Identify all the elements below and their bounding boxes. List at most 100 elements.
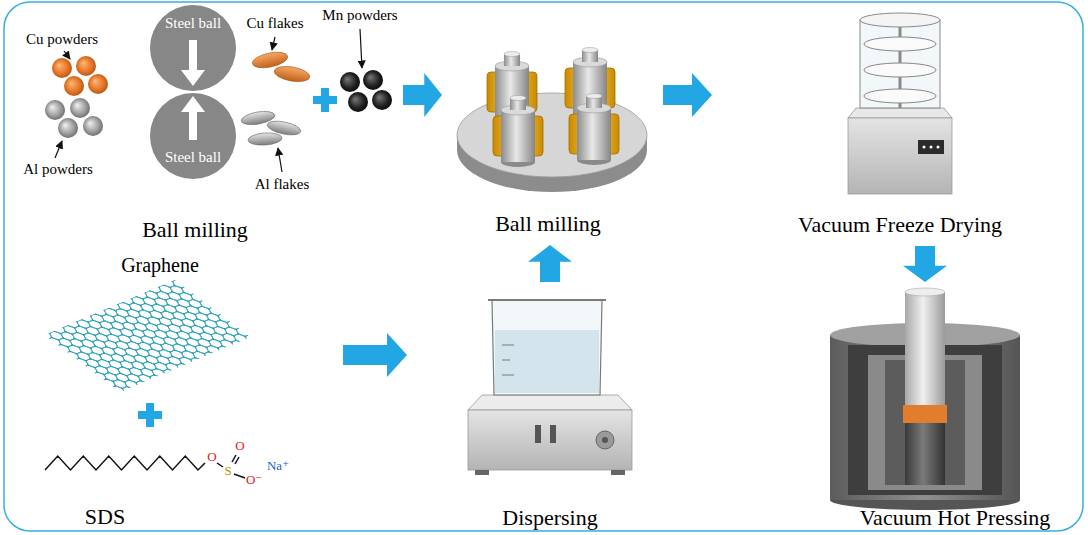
leader-line (55, 141, 62, 158)
graphene-sheet (111, 380, 115, 382)
graphene-sheet (239, 326, 243, 328)
graphene-sheet (64, 320, 68, 322)
graphene-sheet (225, 365, 229, 367)
magnetic-stirrer (550, 425, 556, 443)
graphene-sheet (161, 348, 165, 350)
graphene-sheet (82, 334, 86, 336)
graphene-sheet (68, 307, 72, 309)
graphene-sheet (146, 328, 150, 330)
graphene-sheet (75, 363, 79, 365)
graphene-sheet (118, 308, 122, 310)
graphene-sheet (180, 287, 184, 289)
graphene-sheet (93, 334, 97, 336)
graphene-sheet (65, 312, 83, 323)
graphene-sheet (145, 380, 163, 391)
graphene-sheet (114, 385, 118, 387)
graphene-sheet (132, 366, 136, 368)
graphene-sheet (102, 320, 106, 322)
graphene-sheet (127, 368, 131, 370)
graphene-sheet (80, 351, 84, 353)
graphene-sheet (52, 318, 70, 329)
graphene-sheet (132, 291, 136, 293)
graphene-sheet (170, 280, 188, 289)
graphene-sheet (193, 313, 197, 315)
graphene-sheet (118, 340, 122, 342)
graphene-sheet (123, 359, 127, 361)
graphene-sheet (180, 384, 184, 386)
graphene-sheet (123, 284, 127, 286)
graphene-sheet (206, 306, 224, 317)
graphene-sheet (66, 346, 70, 348)
graphene-sheet (120, 385, 138, 392)
graphene-sheet (159, 374, 177, 385)
graphene-sheet (166, 303, 170, 305)
graphene-sheet (98, 300, 102, 302)
graphene-sheet (229, 307, 247, 318)
graphene-sheet (95, 294, 113, 305)
graphene-sheet (109, 385, 127, 392)
graphene-sheet (61, 337, 65, 339)
graphene-sheet (118, 372, 122, 374)
process-step: Vacuum Hot Pressing (820, 285, 1078, 532)
graphene-sheet (139, 380, 143, 382)
graphene-sheet (148, 354, 152, 356)
graphene-sheet (61, 357, 79, 368)
graphene-sheet (214, 299, 218, 301)
graphene-sheet (189, 294, 193, 296)
graphene-sheet (155, 335, 159, 337)
graphene-sheet (202, 363, 206, 365)
graphene-sheet (109, 301, 113, 303)
step-caption: Graphene (121, 255, 199, 276)
graphene-sheet (218, 306, 236, 317)
freeze-dryer (918, 140, 944, 154)
graphene-sheet (166, 325, 170, 327)
graphene-sheet (232, 335, 236, 337)
graphene-sheet (130, 340, 134, 342)
process-step: Vacuum Freeze Drying (715, 5, 1075, 243)
graphene-sheet (171, 312, 175, 314)
graphene-sheet (200, 370, 204, 372)
graphene-sheet (61, 358, 65, 360)
process-step: Dispersing (410, 285, 690, 532)
graphene-sheet (196, 286, 200, 288)
hot-press (903, 405, 947, 423)
al-flakes (240, 109, 302, 146)
graphene-sheet (86, 299, 90, 301)
graphene-sheet (168, 286, 172, 288)
graphene-sheet (214, 353, 218, 355)
graphene-sheet (193, 280, 211, 290)
graphene-sheet (131, 386, 149, 392)
graphene-sheet (79, 306, 97, 317)
graphene-sheet (80, 319, 84, 321)
graphene-sheet (141, 341, 145, 343)
graphene-sheet (148, 343, 152, 345)
graphene-sheet (111, 391, 115, 392)
graphene-sheet (223, 328, 227, 330)
graphene-sheet (100, 380, 104, 382)
graphene-sheet (159, 290, 163, 292)
graphene-sheet (89, 325, 93, 327)
graphene-sheet (80, 372, 84, 374)
graphene-sheet (111, 327, 115, 329)
freeze-dryer (860, 20, 940, 108)
magnetic-stirrer (475, 470, 489, 475)
graphene-sheet (166, 336, 170, 338)
graphene-sheet (134, 295, 138, 297)
graphene-sheet (77, 314, 81, 316)
graphene-sheet (81, 300, 99, 311)
graphene-sheet (80, 340, 84, 342)
graphene-sheet (221, 366, 225, 368)
graphene-sheet (193, 292, 197, 294)
graphene-sheet (136, 289, 140, 291)
graphene-sheet (230, 320, 234, 322)
graphene-sheet (221, 345, 225, 347)
graphene-sheet (98, 354, 102, 356)
graphene-sheet (107, 328, 111, 330)
graphene-sheet (91, 308, 95, 310)
planetary-ball-mill (569, 94, 619, 166)
graphene-sheet (70, 344, 74, 346)
leader-line (64, 51, 70, 59)
part-label: Mn powders (322, 8, 397, 24)
graphene-sheet (127, 282, 131, 284)
graphene-sheet (232, 345, 236, 347)
